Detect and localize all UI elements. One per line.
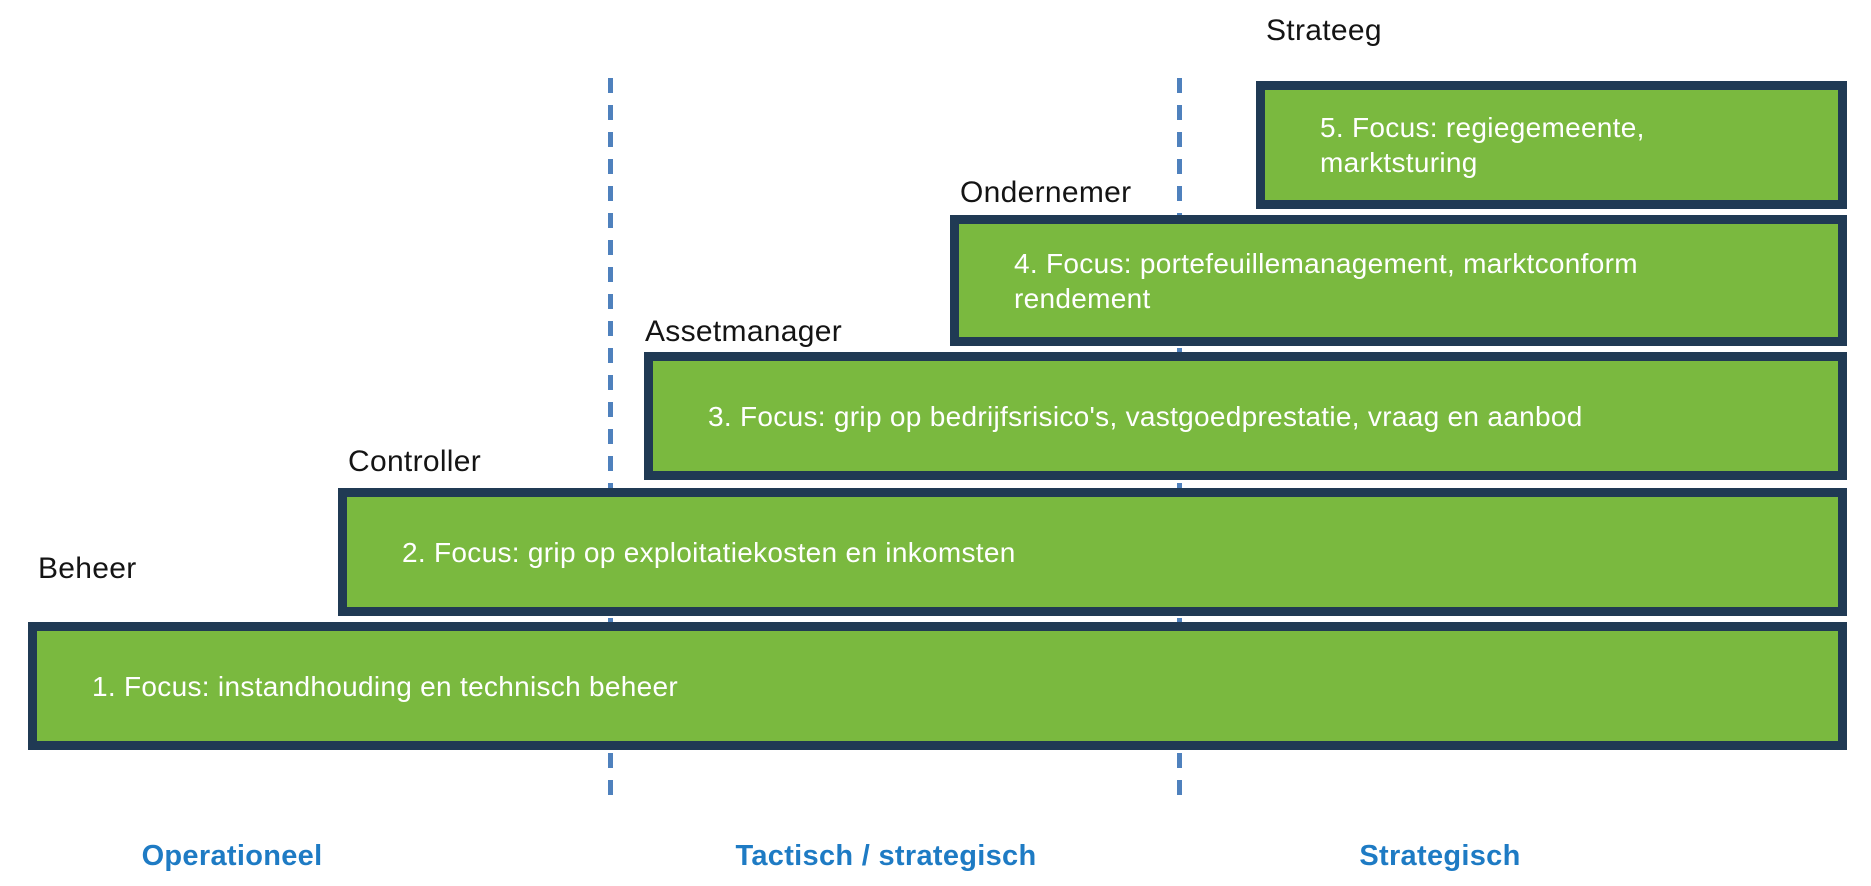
step-bar-1: 1. Focus: instandhouding en technisch be… xyxy=(28,622,1847,750)
step-bar-3-label: 3. Focus: grip op bedrijfsrisico's, vast… xyxy=(708,400,1583,432)
role-label-ondernemer: Ondernemer xyxy=(960,176,1132,209)
axis-label-tactisch-strategisch: Tactisch / strategisch xyxy=(735,840,1037,872)
role-label-assetmanager: Assetmanager xyxy=(645,315,843,348)
role-label-strateeg: Strateeg xyxy=(1266,14,1382,47)
step-bar-4-label: 4. Focus: portefeuillemanagement, marktc… xyxy=(1014,247,1638,314)
step-bar-2: 2. Focus: grip op exploitatiekosten en i… xyxy=(338,488,1847,616)
step-bar-4: 4. Focus: portefeuillemanagement, marktc… xyxy=(950,215,1847,346)
step-bar-3: 3. Focus: grip op bedrijfsrisico's, vast… xyxy=(644,352,1847,480)
axis-label-strategisch: Strategisch xyxy=(1359,840,1521,872)
axis-label-operationeel: Operationeel xyxy=(141,840,323,872)
dashed-divider-left xyxy=(608,78,613,797)
step-bar-2-label: 2. Focus: grip op exploitatiekosten en i… xyxy=(402,536,1016,568)
role-label-beheer: Beheer xyxy=(38,552,137,585)
step-bar-1-label: 1. Focus: instandhouding en technisch be… xyxy=(92,670,679,702)
step-bar-5-label: 5. Focus: regiegemeente, marktsturing xyxy=(1320,112,1645,178)
role-label-controller: Controller xyxy=(348,445,482,478)
step-bar-5: 5. Focus: regiegemeente, marktsturing xyxy=(1256,81,1847,209)
